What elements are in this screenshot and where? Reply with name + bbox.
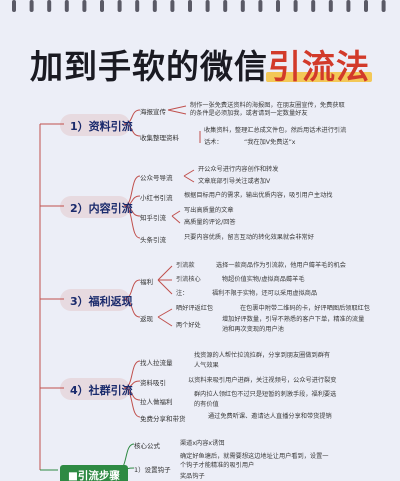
item-key: 引流款 <box>176 262 195 269</box>
item-key: 晒好评返红包 <box>176 305 214 312</box>
connector-line <box>123 195 141 207</box>
node-cashback: 返现 <box>140 315 153 323</box>
node-collect: 收集整理资料 <box>140 134 179 142</box>
node-zhihu: 知乎引流 <box>140 214 166 222</box>
connector-line <box>157 308 173 327</box>
spiral-ring <box>364 0 368 12</box>
node-pull-welfare: 拉人做福利 <box>140 398 173 406</box>
desc-text: 收集资料，整理汇总成文件包，然后用话术进行引流 <box>204 127 347 134</box>
desc-text: 话术： <box>204 139 223 146</box>
node-free-share: 免费分享和带货 <box>140 415 186 423</box>
node-core-formula: 核心公式 <box>134 442 160 450</box>
spiral-ring <box>381 0 386 12</box>
spiral-ring <box>12 0 16 12</box>
desc-text: 确定好鱼塘后，就需要想这边地址让用户看到，设置一 <box>180 453 329 460</box>
spiral-ring <box>240 0 245 12</box>
spiral-ring <box>47 0 52 12</box>
desc-text: 通过免费听课、邀请达人直播分享和带货提销 <box>208 413 332 420</box>
section-label-3: 3）福利返现 <box>70 295 133 308</box>
connector-line <box>123 387 141 418</box>
section-highlight <box>60 378 130 400</box>
spiral-ring <box>311 0 316 12</box>
spiral-ring <box>223 0 228 12</box>
connector-line <box>123 123 141 137</box>
connector-line <box>167 105 187 115</box>
section-label-1: 1）资料引流 <box>70 120 133 133</box>
spiral-ring <box>29 0 34 12</box>
item-value: 增加好评数量，引导不熟悉的客户下单，精准的流量 <box>222 316 365 323</box>
connector-line <box>183 169 195 183</box>
node-material: 资料吸引 <box>140 379 166 387</box>
connector-line <box>157 265 173 295</box>
section-highlight <box>60 289 130 311</box>
section-label-5: ■引流步骤 <box>60 465 128 481</box>
spiral-ring <box>82 0 87 12</box>
page-title: 加到手软的微信引流法 <box>0 40 400 88</box>
desc-text: 文章底部引导关注或者加V <box>198 178 271 185</box>
connector-line <box>123 109 141 125</box>
connector-line <box>123 205 141 239</box>
node-hook: 1）设置钩子 <box>134 466 171 474</box>
desc-text: 找资源的人帮忙拉流拉群，分享到朋友圈做到群有 <box>194 352 331 359</box>
spiral-ring <box>117 0 122 12</box>
node-toutiao: 头条引流 <box>140 236 166 244</box>
notebook-spiral <box>12 0 386 12</box>
section-highlight <box>60 196 130 218</box>
spiral-ring <box>170 0 175 12</box>
desc-text: 根据目标用户的需求，输出优质内容，吸引用户主动找 <box>184 192 333 199</box>
node-poster: 海报宣传 <box>140 108 166 116</box>
connector-line <box>123 298 141 318</box>
desc-text: 写出高质量的文章 <box>184 207 234 214</box>
desc-text: 人气效果 <box>194 362 219 369</box>
item-value: 选择一款商品作为引流款，他用户薅羊毛的机会 <box>216 262 346 269</box>
desc-text: 渠道x内容x诱饵 <box>180 440 225 447</box>
connector-line <box>123 175 141 207</box>
desc-text: 制作一张免费送资料的海报图，在朋友圈宣传，免费获取 <box>190 102 345 109</box>
node-find-people: 找人拉流量 <box>140 359 173 367</box>
spiral-ring <box>276 0 280 12</box>
title-highlight: 引流法 <box>268 47 370 86</box>
spiral-ring <box>188 0 192 12</box>
item-key: 两个好处 <box>176 322 201 329</box>
desc-text: 的条件是必须加我，或者请到一定数量好友 <box>190 110 308 117</box>
spiral-ring <box>64 0 69 12</box>
title-main: 加到手软的微信 <box>30 47 268 86</box>
spiral-ring <box>205 0 210 12</box>
section-label-4: 4）社群引流 <box>70 384 133 397</box>
spiral-ring <box>152 0 157 12</box>
item-value: 物超价值实物/虚拟商品薅羊毛 <box>222 276 305 283</box>
desc-text: 群内拉人领红包不过只是短暂的刺激手段，福利要选 <box>194 391 337 398</box>
connector-line <box>123 360 141 389</box>
item-value: 福利不限于实物，还可以采用虚拟商品 <box>212 290 318 297</box>
spiral-ring <box>135 0 140 12</box>
desc-text: 个钩子才能精准的吸引用户 <box>180 462 255 469</box>
item-key: 注： <box>176 290 189 297</box>
connector-line <box>123 279 141 300</box>
desc-text: 开公众号进行内容创作和转发 <box>198 166 279 173</box>
item-key: 引流核心 <box>176 276 201 283</box>
spiral-ring <box>258 0 263 12</box>
spiral-ring <box>293 0 298 12</box>
section-label-2: 2）内容引流 <box>70 202 133 215</box>
item-value: 在包裹中附带二维码的卡，好评晒图后领取红包 <box>240 305 370 312</box>
desc-text: 奖品钩子 <box>180 473 205 480</box>
connector-line <box>171 210 181 224</box>
node-welfare: 福利 <box>140 278 153 286</box>
section-highlight <box>60 114 130 136</box>
node-wechat-official: 公众号导流 <box>140 174 173 182</box>
desc-text: 以资料来吸引用户进群，关注视频号，公众号进行裂变 <box>188 377 337 384</box>
desc-text: 高质量的评论/回答 <box>184 219 236 226</box>
spiral-ring <box>100 0 104 12</box>
desc-text: 只要内容优质，留言互动的转化效果就会非常好 <box>184 234 314 241</box>
desc-text: “我在加V免费送”x <box>244 139 296 146</box>
spiral-ring <box>328 0 333 12</box>
node-xiaohongshu: 小红书引流 <box>140 194 173 202</box>
item-value: 池和再次变现的用户池 <box>222 326 284 333</box>
desc-text: 的有价值 <box>194 401 219 408</box>
spiral-ring <box>346 0 351 12</box>
